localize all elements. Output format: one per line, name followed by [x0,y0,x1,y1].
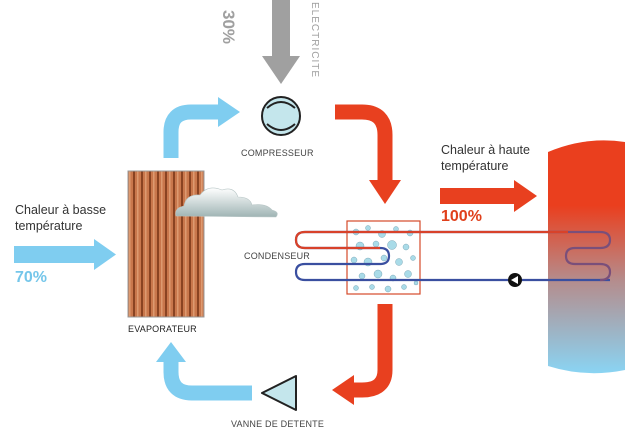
low-heat-arrow [14,239,116,270]
expansion-valve-label: VANNE DE DETENTE [231,419,325,429]
cloud-icon [175,187,278,218]
cold-flow-top-arrow [163,97,240,158]
electricity-arrow [262,0,300,84]
condenser-label: CONDENSEUR [244,251,311,261]
evaporator [127,170,205,318]
compressor-label: COMPRESSEUR [241,148,314,158]
electricity-percent: 30% [219,10,238,45]
compressor-icon [261,96,301,136]
high-heat-title-line1: Chaleur à haute [441,143,530,157]
hot-water-tank [548,140,625,374]
high-heat-percent: 100% [441,208,482,225]
high-heat-title-line2: température [441,159,509,173]
hot-flow-top-arrow [335,104,401,204]
low-heat-title-line1: Chaleur à basse [15,203,107,217]
heating-coil-pipe [294,230,612,282]
circulation-pump-icon [508,273,522,287]
electricity-label: ELECTRICITE [309,2,320,79]
low-heat-percent: 70% [15,269,48,286]
expansion-valve-icon [261,375,297,411]
cold-flow-bottom-arrow [156,342,252,401]
hot-flow-bottom-arrow [332,304,393,405]
condenser [346,220,421,295]
evaporator-label: EVAPORATEUR [128,324,197,334]
low-heat-title-line2: température [15,219,83,233]
high-heat-arrow [440,180,537,212]
